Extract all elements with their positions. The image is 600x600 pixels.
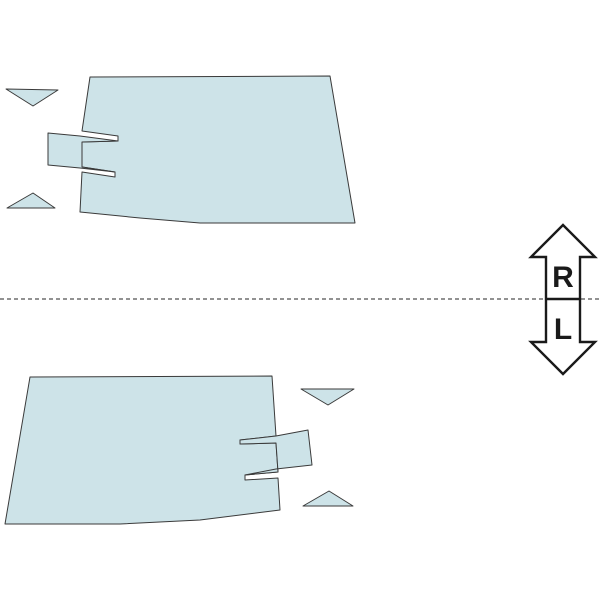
- left-side-label: L: [554, 313, 572, 346]
- left-side-parts: [4, 375, 355, 525]
- orientation-indicator: R L: [528, 223, 598, 376]
- left-triangle-top: [300, 388, 355, 406]
- right-triangle-bottom: [6, 192, 56, 209]
- right-triangle-top: [5, 88, 59, 107]
- left-main-panel: [4, 375, 281, 525]
- right-tab-piece: [47, 132, 119, 173]
- right-side-label: R: [552, 261, 574, 294]
- right-side-parts: [5, 75, 356, 224]
- left-tab-piece: [239, 429, 313, 476]
- right-main-panel: [79, 75, 356, 224]
- left-triangle-bottom: [302, 490, 354, 507]
